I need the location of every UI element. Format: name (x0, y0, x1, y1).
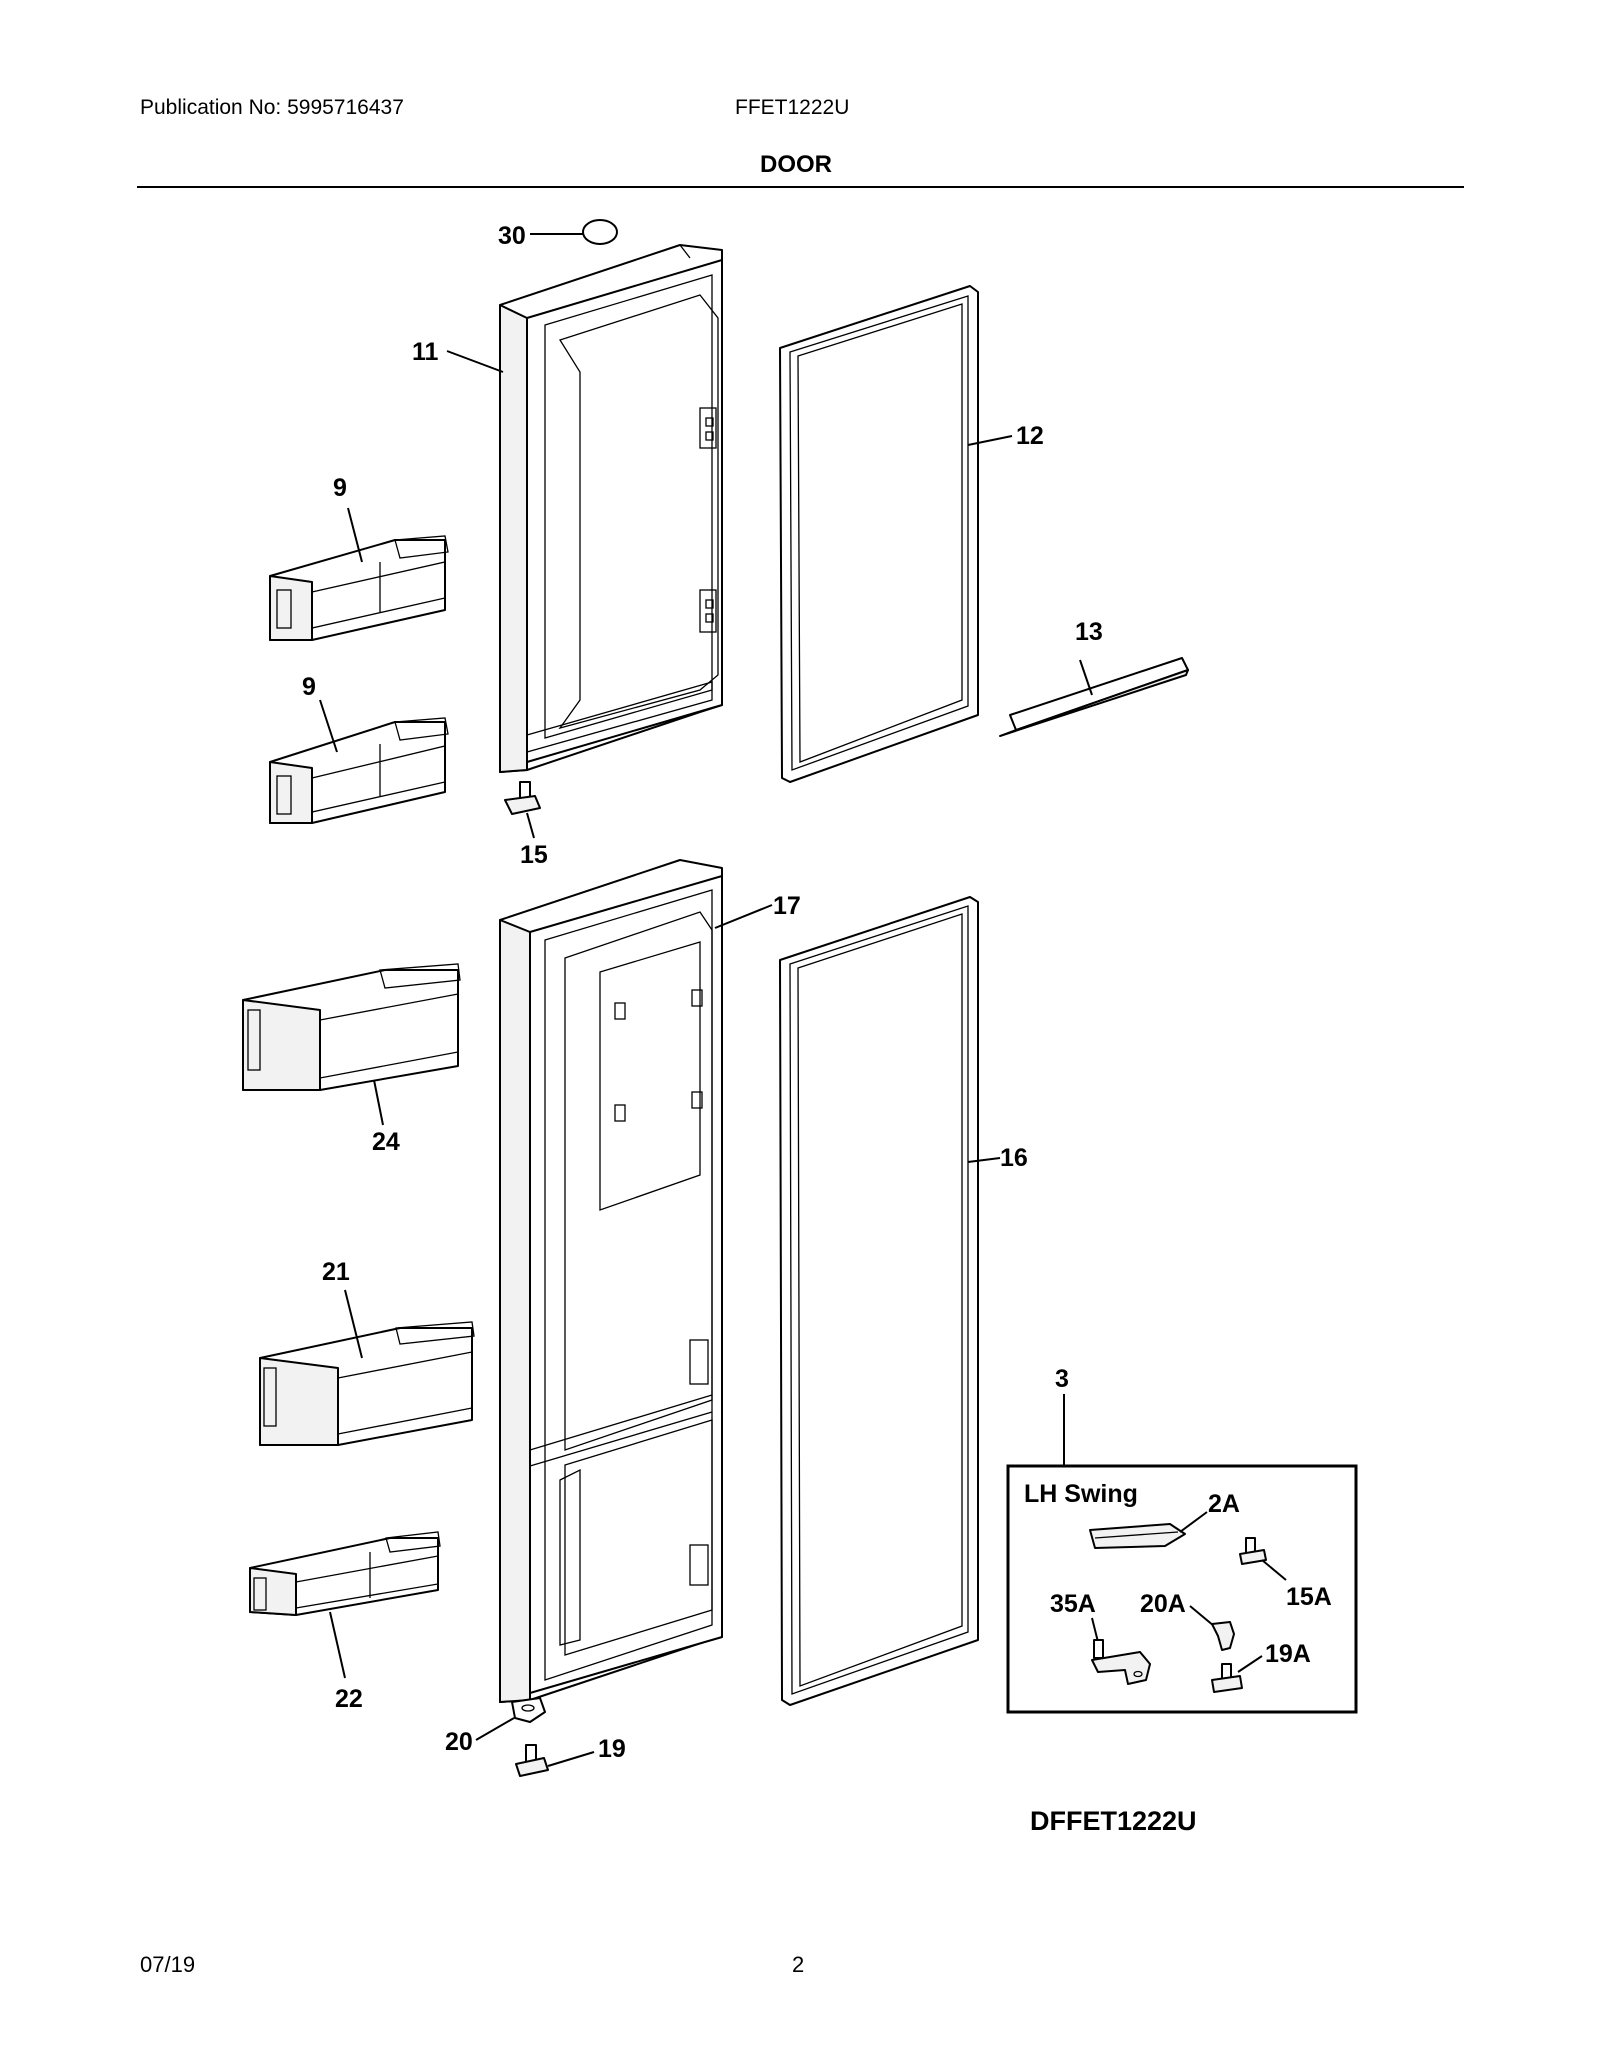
part-19-hinge-pin (515, 1744, 549, 1777)
lh-swing-title: LH Swing (1024, 1480, 1138, 1508)
part-19A-hinge-pin (1211, 1663, 1243, 1693)
lh-swing-inset-box (1006, 1464, 1358, 1714)
callout-15: 15 (520, 841, 548, 869)
footer-date: 07/19 (140, 1952, 196, 1977)
part-12-upper-gasket (779, 285, 979, 783)
part-16-lower-gasket (779, 896, 979, 1706)
part-30-plug (582, 219, 618, 245)
part-17-lower-door (499, 859, 723, 1703)
part-13-trim (999, 657, 1189, 737)
callout-24: 24 (372, 1128, 400, 1156)
callout-19A: 19A (1265, 1640, 1311, 1668)
callout-15A: 15A (1286, 1583, 1332, 1611)
part-9-door-bin-lower (269, 717, 449, 824)
part-21-door-bin (259, 1321, 475, 1446)
callout-9a: 9 (333, 474, 347, 502)
part-15A-hinge-pin (1239, 1537, 1267, 1565)
callout-3: 3 (1055, 1365, 1069, 1393)
part-11-upper-door (499, 244, 723, 773)
part-35A-hinge-bracket (1091, 1639, 1151, 1685)
part-15-hinge-pin (504, 781, 541, 815)
callout-13: 13 (1075, 618, 1103, 646)
callout-22: 22 (335, 1685, 363, 1713)
diagram-code: DFFET1222U (1030, 1806, 1197, 1836)
page-number: 2 (792, 1952, 805, 1977)
callout-19: 19 (598, 1735, 626, 1763)
part-2A-hinge-cover (1089, 1523, 1186, 1549)
callout-21: 21 (322, 1258, 350, 1286)
header-rule (137, 186, 1464, 188)
callout-9b: 9 (302, 673, 316, 701)
part-24-door-bin (242, 963, 461, 1091)
publication-number: Publication No: 5995716437 (140, 96, 404, 119)
part-22-door-bin (249, 1531, 441, 1616)
callout-20: 20 (445, 1728, 473, 1756)
part-9-door-bin-upper (269, 535, 449, 641)
callout-12: 12 (1016, 422, 1044, 450)
callout-16: 16 (1000, 1144, 1028, 1172)
model-number: FFET1222U (735, 96, 850, 119)
section-title: DOOR (760, 151, 832, 178)
part-20A-hinge-bracket (1211, 1621, 1235, 1651)
callout-35A: 35A (1050, 1590, 1096, 1618)
part-20-hinge-bracket (511, 1697, 546, 1723)
callout-17: 17 (773, 892, 801, 920)
callout-2A: 2A (1208, 1490, 1240, 1518)
callout-11: 11 (412, 338, 439, 366)
callout-20A: 20A (1140, 1590, 1186, 1618)
callout-30: 30 (498, 222, 526, 250)
